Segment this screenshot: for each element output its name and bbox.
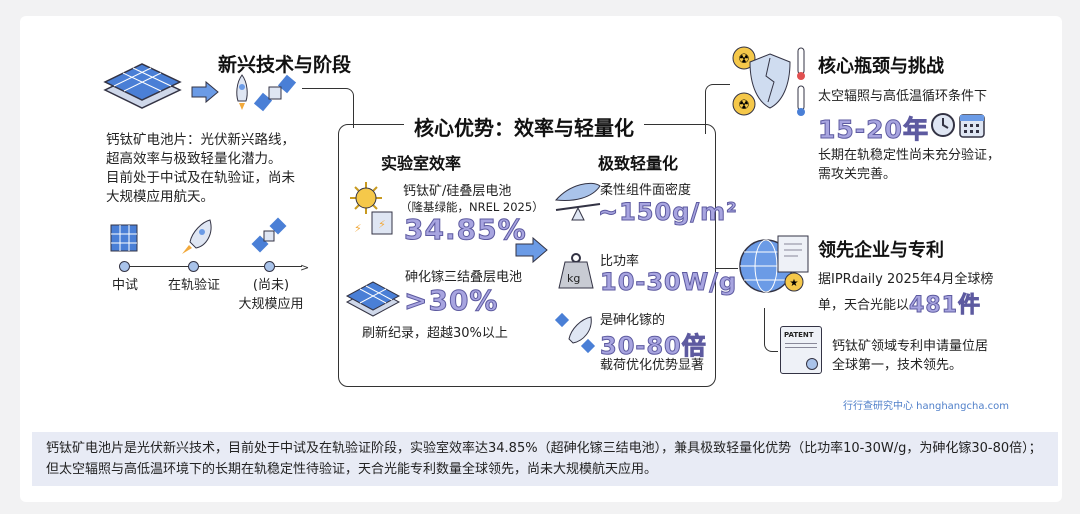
challenge-condition: 太空辐照与高低温循环条件下	[818, 89, 988, 104]
timeline-dot	[119, 261, 130, 272]
tandem-efficiency-value: 34.85%	[404, 213, 527, 247]
globe-certificate-icon: ★	[739, 235, 809, 293]
svg-text:⚡: ⚡	[354, 222, 362, 235]
ratio-note: 载荷优化优势显著	[600, 358, 705, 373]
patent-title: 领先企业与专利	[818, 240, 944, 261]
kg-label: kg	[567, 272, 581, 285]
challenge-description: 长期在轨稳定性尚未充分验证，需攻关完善。	[818, 148, 1001, 182]
challenge-years-value: 15-20年	[818, 115, 929, 145]
patent-company: 单，天合光能以481件	[818, 293, 981, 318]
timeline-label-mass: (尚未)大规模应用	[238, 278, 304, 312]
radiation-shield-icon: ☢☢	[732, 46, 805, 116]
watermark: 行行查研究中心 hanghangcha.com	[843, 401, 1009, 412]
satellite-icon	[253, 74, 297, 112]
arrow-right-icon	[191, 80, 219, 104]
timeline-dot	[264, 261, 275, 272]
density-label: 柔性组件面密度	[600, 183, 692, 198]
gaas-panel-icon	[345, 281, 401, 317]
sun-icon: ⚡⚡	[350, 182, 393, 235]
connector-line	[705, 84, 730, 134]
power-label: 比功率	[600, 254, 640, 269]
tandem-cell-label: 钙钛矿/硅叠层电池	[403, 184, 512, 199]
satellite-orbit-icon	[251, 217, 287, 253]
arrow-right-icon	[515, 236, 548, 264]
solar-panel-icon	[103, 63, 182, 109]
lightweight-heading: 极致轻量化	[598, 154, 679, 173]
challenge-title: 核心瓶颈与挑战	[818, 56, 944, 77]
svg-text:☢: ☢	[738, 52, 750, 67]
timeline-arrow-icon: >	[300, 261, 310, 274]
rocket-icon	[236, 74, 248, 110]
core-advantage-title: 核心优势：效率与轻量化	[404, 112, 644, 141]
svg-text:☢: ☢	[738, 98, 750, 113]
solar-cell-icon	[110, 224, 138, 252]
ratio-value: 30-80倍	[600, 332, 707, 361]
gaas-cell-label: 砷化镓三结叠层电池	[405, 270, 523, 285]
rocket-satellite-icon	[554, 312, 596, 354]
calendar-icon	[959, 114, 985, 138]
patent-count-value: 481件	[909, 293, 981, 318]
efficiency-note: 刷新纪录，超越30%以上	[362, 326, 508, 341]
clock-icon	[931, 113, 955, 137]
timeline-dot	[188, 261, 199, 272]
timeline-label-pilot: 中试	[112, 278, 139, 293]
emerging-description: 钙钛矿电池片：光伏新兴路线，超高效率与极致轻量化潜力。目前处于中试及在轨验证，尚…	[106, 132, 295, 205]
connector-line	[716, 268, 738, 269]
timeline-line	[124, 266, 302, 267]
efficiency-heading: 实验室效率	[381, 154, 462, 173]
feather-scale-icon	[554, 182, 601, 221]
connector-line	[302, 88, 354, 128]
rocket-launch-icon	[182, 219, 212, 254]
gaas-efficiency-value: >30%	[403, 284, 499, 318]
ratio-label: 是砷化镓的	[600, 313, 666, 328]
patent-source: 据IPRdaily 2025年4月全球榜	[818, 272, 994, 287]
weight-icon	[558, 253, 594, 289]
connector-line	[764, 308, 778, 352]
patent-document-icon: PATENT	[780, 326, 822, 374]
density-value: ~150g/m²	[598, 198, 738, 227]
power-value: 10-30W/g	[599, 268, 738, 297]
svg-text:⚡: ⚡	[378, 218, 386, 231]
tandem-cell-source: （隆基绿能，NREL 2025）	[400, 200, 544, 214]
section-title-emerging: 新兴技术与阶段	[218, 54, 352, 76]
svg-text:★: ★	[790, 278, 799, 289]
summary-caption: 钙钛矿电池片是光伏新兴技术，目前处于中试及在轨验证阶段，实验室效率达34.85%…	[32, 432, 1058, 486]
patent-description: 钙钛矿领域专利申请量位居全球第一，技术领先。	[832, 339, 989, 373]
timeline-label-orbit: 在轨验证	[168, 278, 221, 293]
